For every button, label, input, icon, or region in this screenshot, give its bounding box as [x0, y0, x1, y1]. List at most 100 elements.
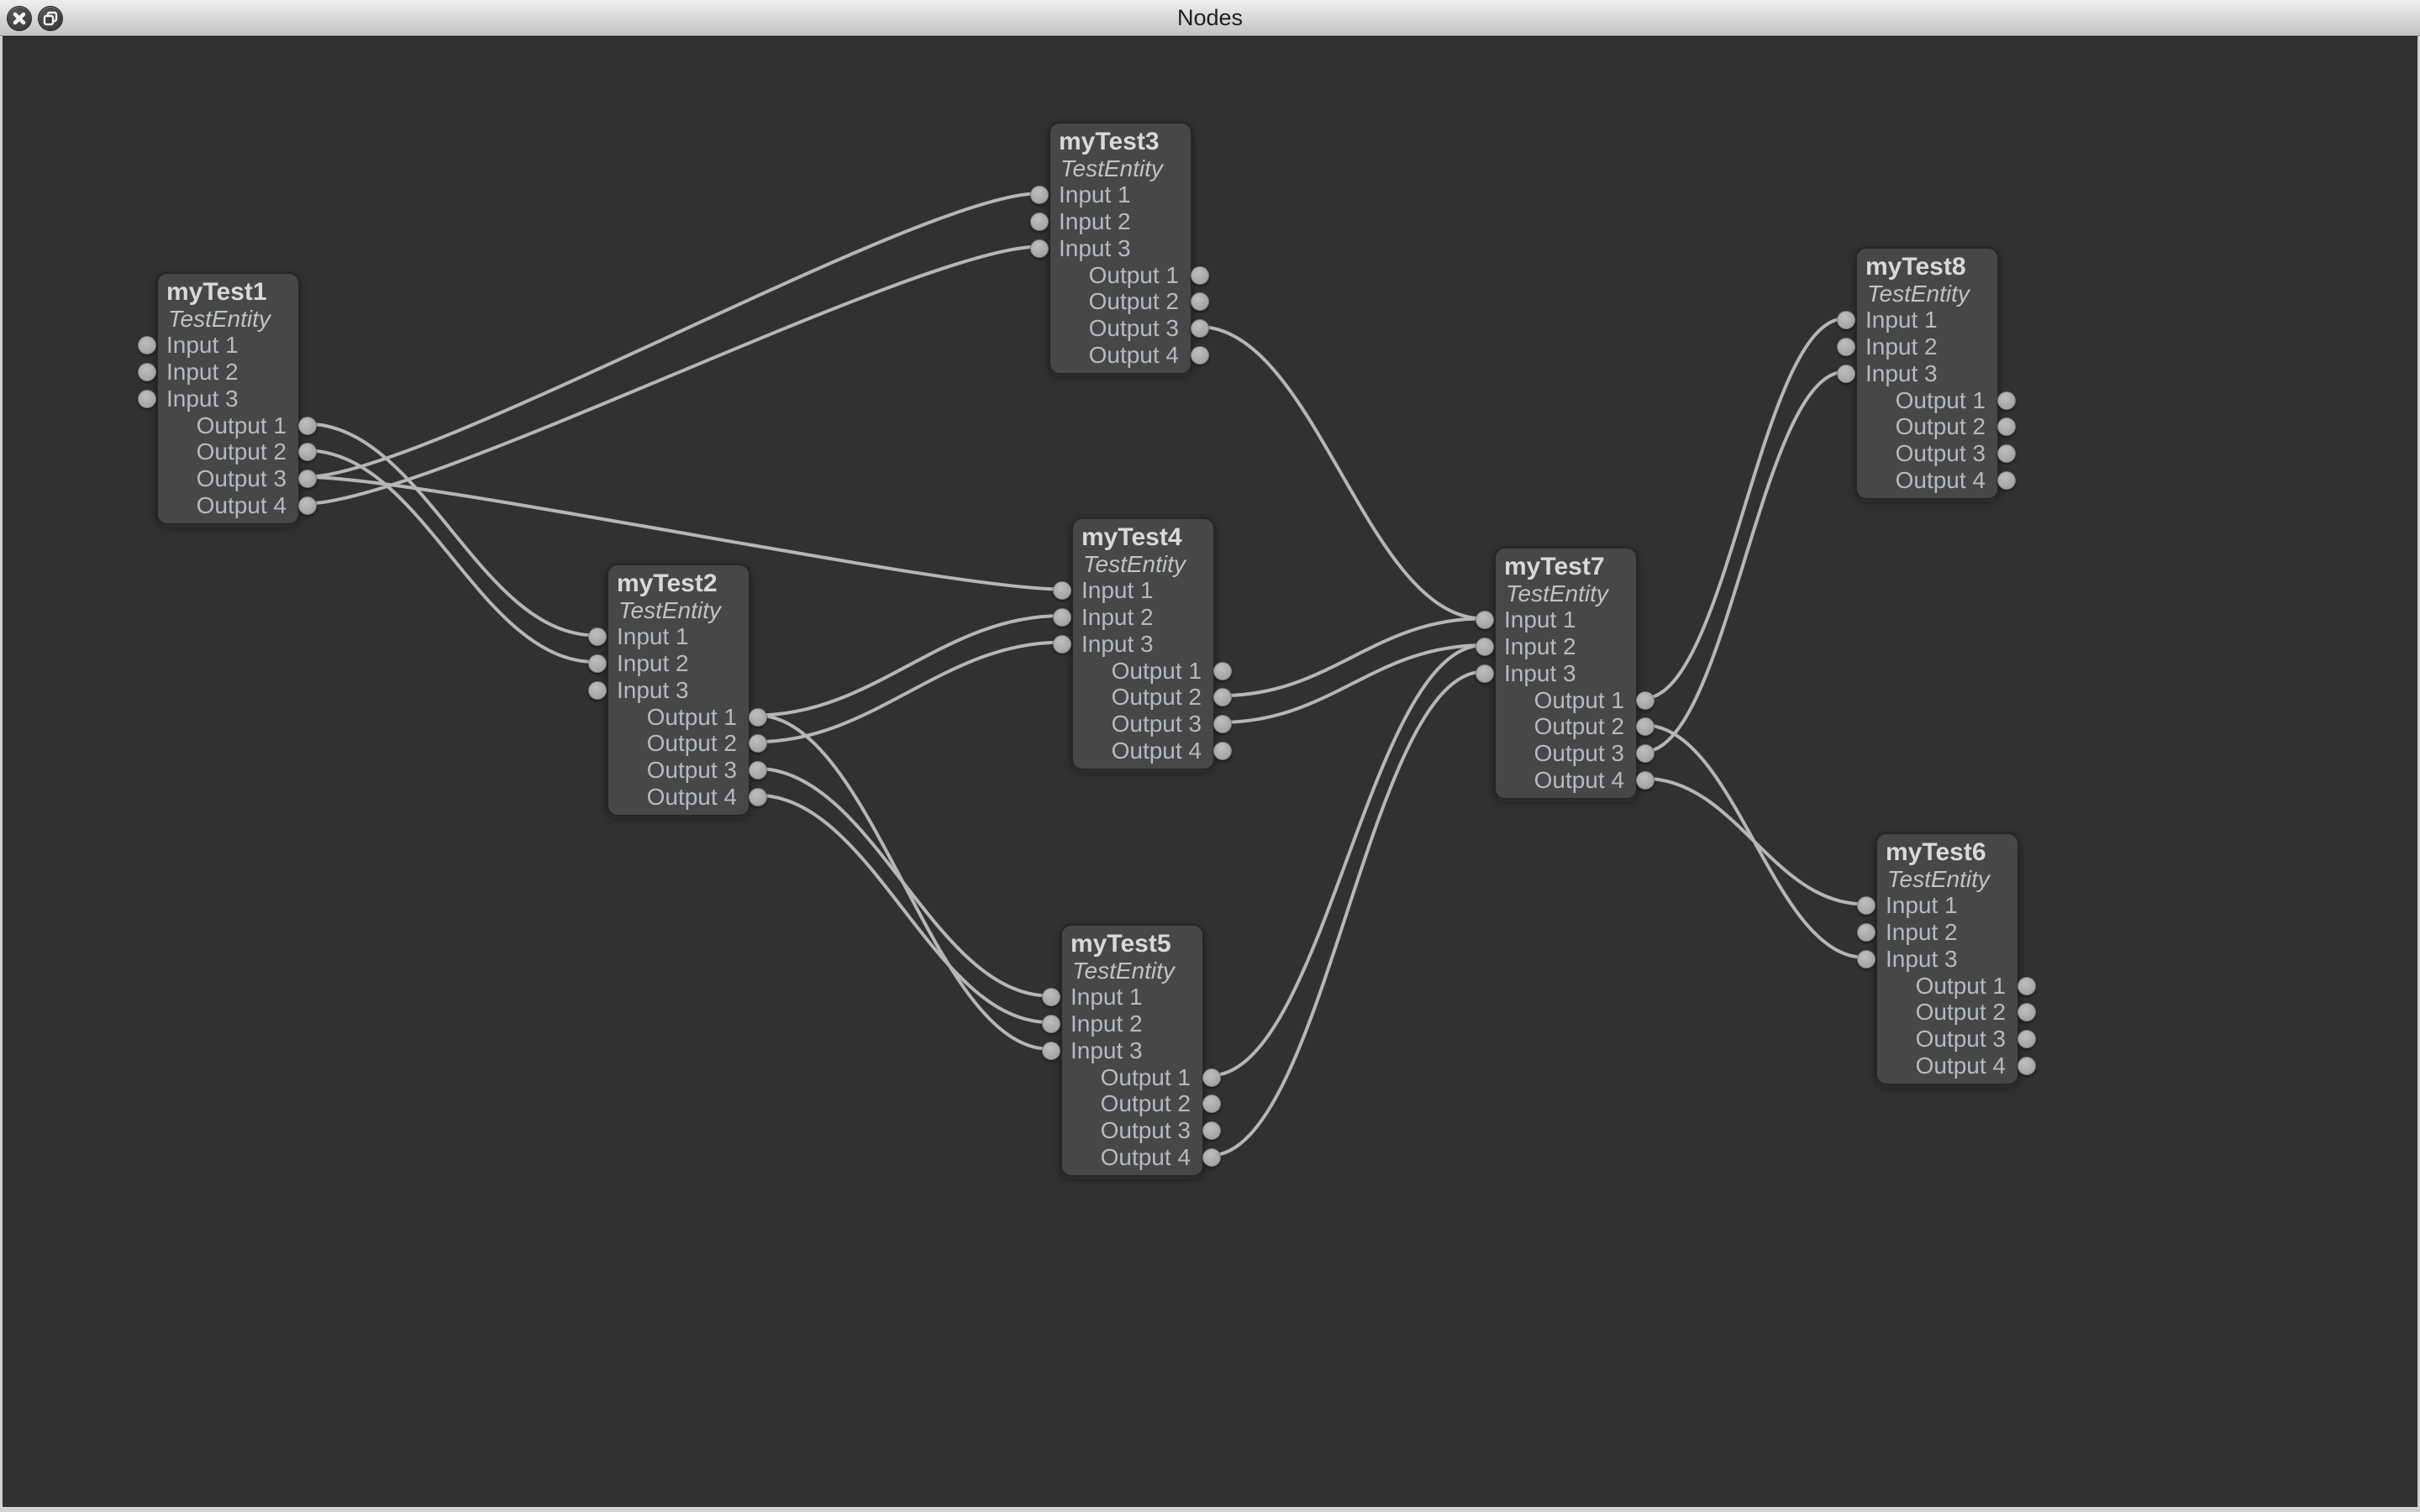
input-port-3[interactable] — [1837, 364, 1855, 383]
output-port-4[interactable] — [1213, 741, 1232, 760]
output-port-3[interactable] — [749, 760, 767, 780]
output-port-4[interactable] — [749, 787, 767, 806]
output-port-2[interactable] — [2018, 1003, 2036, 1022]
output-port-2[interactable] — [1202, 1095, 1221, 1114]
input-port-3[interactable] — [138, 389, 156, 408]
output-port-2[interactable] — [1997, 417, 2016, 437]
wire-myTest1-out3-myTest3-in1[interactable] — [304, 192, 1039, 479]
wire-myTest1-out4-myTest3-in3[interactable] — [304, 244, 1039, 506]
output-port-4[interactable] — [1636, 770, 1655, 790]
input-port-2[interactable] — [588, 654, 607, 674]
restore-button[interactable] — [38, 6, 63, 31]
input-port-3[interactable] — [1030, 239, 1049, 258]
input-port-3[interactable] — [1053, 634, 1071, 654]
window-title: Nodes — [1176, 5, 1244, 30]
output-port-4[interactable] — [1202, 1147, 1221, 1167]
input-label-3: Input 3 — [1081, 630, 1154, 657]
input-port-3[interactable] — [1857, 949, 1876, 969]
input-port-1[interactable] — [1837, 311, 1855, 330]
input-port-2[interactable] — [1042, 1015, 1060, 1034]
output-port-3[interactable] — [298, 469, 317, 488]
output-port-4[interactable] — [298, 496, 317, 515]
input-port-2[interactable] — [1837, 338, 1855, 357]
output-label-2: Output 2 — [1895, 413, 1986, 440]
input-port-3[interactable] — [588, 680, 607, 700]
input-label-3: Input 3 — [617, 676, 689, 703]
node-title: myTest3 — [1059, 128, 1160, 155]
output-port-3[interactable] — [1997, 444, 2016, 463]
output-port-1[interactable] — [2018, 976, 2036, 995]
output-port-1[interactable] — [298, 416, 317, 435]
input-port-2[interactable] — [1030, 213, 1049, 232]
output-port-2[interactable] — [1213, 688, 1232, 707]
wire-myTest1-out3-myTest4-in1[interactable] — [304, 475, 1062, 591]
input-label-1: Input 1 — [1865, 307, 1938, 333]
input-label-3: Input 3 — [1071, 1037, 1143, 1063]
input-port-2[interactable] — [1053, 608, 1071, 627]
wire-myTest7-out1-myTest8-in1[interactable] — [1642, 317, 1846, 701]
wire-myTest2-out2-myTest4-in3[interactable] — [755, 640, 1062, 744]
output-port-1[interactable] — [1997, 391, 2016, 410]
wire-myTest7-out4-myTest6-in1[interactable] — [1642, 776, 1866, 906]
output-port-2[interactable] — [298, 443, 317, 462]
wire-myTest1-out1-myTest2-in1[interactable] — [304, 422, 597, 638]
input-port-2[interactable] — [138, 363, 156, 382]
output-port-1[interactable] — [1636, 690, 1655, 710]
wire-myTest4-out3-myTest7-in2[interactable] — [1219, 643, 1485, 724]
output-label-3: Output 3 — [1534, 739, 1624, 766]
titlebar[interactable]: Nodes — [0, 0, 2420, 36]
wire-myTest1-out2-myTest2-in2[interactable] — [304, 449, 597, 664]
wire-myTest2-out1-myTest4-in2[interactable] — [755, 614, 1062, 717]
node-title: myTest7 — [1504, 553, 1605, 580]
output-label-3: Output 3 — [196, 465, 287, 491]
input-port-2[interactable] — [1476, 638, 1494, 657]
input-label-2: Input 2 — [1504, 633, 1576, 660]
output-port-1[interactable] — [1202, 1068, 1221, 1087]
node-title: myTest8 — [1865, 253, 1966, 281]
input-port-2[interactable] — [1857, 923, 1876, 942]
output-port-4[interactable] — [1997, 470, 2016, 490]
close-button[interactable] — [7, 6, 32, 31]
wires-layer — [304, 192, 1866, 1158]
input-port-1[interactable] — [1030, 186, 1049, 205]
input-port-1[interactable] — [1476, 611, 1494, 630]
input-port-1[interactable] — [588, 627, 607, 647]
output-port-3[interactable] — [1191, 318, 1209, 338]
wire-myTest4-out2-myTest7-in1[interactable] — [1219, 617, 1485, 698]
output-port-2[interactable] — [1191, 292, 1209, 312]
input-port-3[interactable] — [1476, 664, 1494, 683]
output-port-3[interactable] — [1202, 1121, 1221, 1140]
input-port-1[interactable] — [1053, 581, 1071, 601]
output-port-2[interactable] — [749, 734, 767, 753]
wire-myTest7-out3-myTest8-in3[interactable] — [1642, 370, 1846, 753]
input-label-1: Input 1 — [1886, 892, 1958, 919]
input-label-2: Input 2 — [1071, 1011, 1143, 1037]
output-port-1[interactable] — [1213, 661, 1232, 680]
wire-myTest5-out1-myTest7-in2[interactable] — [1208, 643, 1485, 1078]
wire-myTest2-out4-myTest5-in2[interactable] — [755, 793, 1051, 1025]
output-port-1[interactable] — [1191, 265, 1209, 285]
input-port-3[interactable] — [1042, 1041, 1060, 1060]
input-port-1[interactable] — [1042, 988, 1060, 1007]
output-port-2[interactable] — [1636, 717, 1655, 737]
output-port-3[interactable] — [1636, 743, 1655, 763]
wire-myTest5-out4-myTest7-in3[interactable] — [1208, 669, 1485, 1158]
input-port-1[interactable] — [138, 336, 156, 355]
output-port-1[interactable] — [749, 707, 767, 727]
output-port-4[interactable] — [1191, 345, 1209, 365]
output-port-3[interactable] — [1213, 714, 1232, 733]
wire-myTest2-out3-myTest5-in1[interactable] — [755, 766, 1051, 998]
output-port-4[interactable] — [2018, 1056, 2036, 1075]
output-port-3[interactable] — [2018, 1029, 2036, 1048]
wire-myTest3-out3-myTest7-in1[interactable] — [1197, 324, 1485, 621]
input-port-1[interactable] — [1857, 896, 1876, 916]
